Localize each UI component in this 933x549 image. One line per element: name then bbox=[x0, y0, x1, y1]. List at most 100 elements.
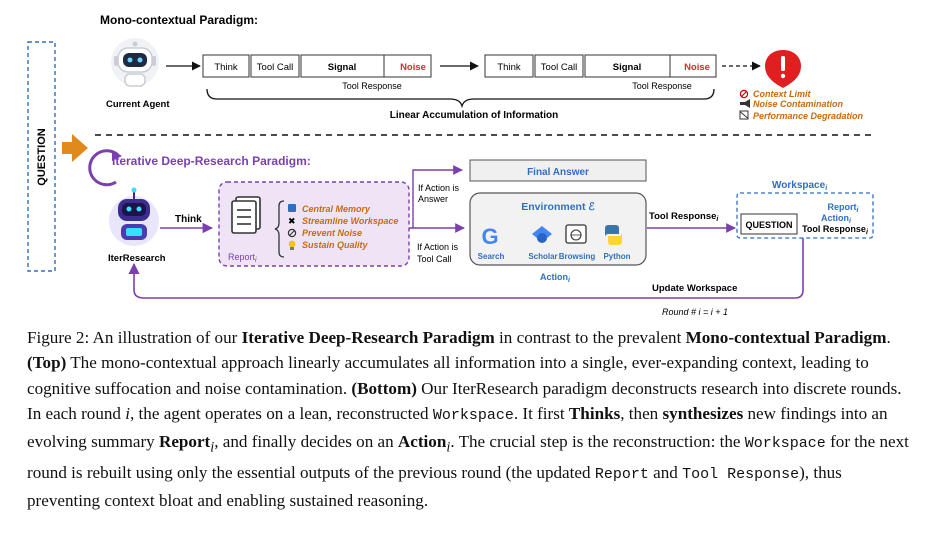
final-answer-label: Final Answer bbox=[527, 167, 589, 178]
iterresearch-robot-icon bbox=[109, 187, 159, 246]
update-loop-arrow bbox=[128, 238, 804, 299]
caption-text: . It first bbox=[513, 404, 569, 424]
question-box bbox=[27, 41, 56, 272]
ws-report-label: Reporti bbox=[828, 202, 860, 214]
report-box bbox=[218, 181, 410, 267]
caption-bold: synthesizes bbox=[662, 404, 744, 424]
alert-icon bbox=[765, 50, 801, 88]
caption-text: in contrast to the prevalent bbox=[494, 328, 686, 347]
caption-bold: Mono-contextual Paradigm bbox=[685, 328, 887, 347]
answer-branch-arrow bbox=[409, 165, 463, 229]
think-label: Think bbox=[175, 214, 202, 225]
caption-mono: Tool Response bbox=[682, 466, 800, 484]
mono-title: Mono-contextual Paradigm: bbox=[100, 13, 258, 27]
caption-italic: i bbox=[125, 404, 130, 424]
caption-italic: i bbox=[210, 439, 215, 456]
orange-arrow-icon bbox=[62, 134, 88, 162]
tool-scholar: Scholar bbox=[528, 252, 557, 261]
linear-brace bbox=[206, 88, 715, 109]
python-icon bbox=[605, 225, 622, 245]
issue-noise-contamination: Noise Contamination bbox=[753, 99, 844, 109]
if-answer-line2: Answer bbox=[418, 194, 448, 204]
figure-caption: Figure 2: An illustration of our Iterati… bbox=[27, 325, 912, 513]
lightbulb-icon bbox=[288, 240, 296, 248]
caption-text: new findings into an evolving summary bbox=[27, 404, 888, 451]
caption-bold: (Bottom) bbox=[351, 378, 417, 398]
cell-tool-call: Tool Call bbox=[541, 62, 577, 73]
action-label: Actioni bbox=[540, 272, 571, 284]
cycle-icon bbox=[88, 149, 122, 187]
caption-text: , the agent operates on a lean, reconstr… bbox=[130, 404, 433, 424]
caption-text: , then bbox=[620, 404, 663, 424]
question-label: QUESTION bbox=[36, 128, 48, 186]
caption-bold: Iterative Deep-Research Paradigm bbox=[241, 328, 495, 347]
cell-think: Think bbox=[214, 62, 237, 73]
feature-streamline-workspace: Streamline Workspace bbox=[302, 216, 398, 226]
feature-sustain-quality: Sustain Quality bbox=[302, 240, 369, 250]
tool-response-label: Tool Response bbox=[632, 81, 692, 91]
feature-central-memory: Central Memory bbox=[302, 204, 371, 214]
tool-browsing: Browsing bbox=[559, 252, 596, 261]
cell-noise: Noise bbox=[684, 62, 710, 73]
caption-text: and bbox=[648, 463, 683, 483]
issue-context-limit: Context Limit bbox=[753, 89, 812, 99]
issue-performance-degradation: Performance Degradation bbox=[753, 111, 864, 121]
mono-sequence-1: Think Tool Call Signal Noise Tool Respon… bbox=[202, 54, 432, 91]
caption-text: ), thus preventing context bloat and ena… bbox=[27, 463, 842, 510]
document-icon bbox=[231, 196, 261, 234]
caption-mono: Workspace bbox=[432, 407, 514, 425]
caption-text: Figure 2: An illustration of our bbox=[27, 328, 242, 347]
tool-response-i-label: Tool Responsei bbox=[649, 211, 719, 223]
caption-text: . The crucial step is the reconstruction… bbox=[450, 431, 745, 451]
if-tool-line2: Tool Call bbox=[417, 254, 452, 264]
issues-list: Context Limit Noise Contamination Perfor… bbox=[739, 89, 864, 121]
report-label: Reporti bbox=[228, 252, 257, 264]
feature-prevent-noise: Prevent Noise bbox=[302, 228, 362, 238]
central-memory-icon bbox=[288, 204, 296, 212]
environment-title: Environment ℰ bbox=[521, 201, 595, 213]
caption-bold: Report bbox=[158, 431, 211, 451]
current-agent-label: Current Agent bbox=[106, 99, 170, 110]
final-answer-box bbox=[469, 159, 647, 182]
google-icon: G bbox=[481, 224, 498, 249]
no-entry-icon bbox=[739, 89, 749, 99]
chart-down-icon bbox=[739, 110, 749, 120]
cell-think: Think bbox=[497, 62, 520, 73]
cell-noise: Noise bbox=[400, 62, 426, 73]
if-answer-line1: If Action is bbox=[418, 183, 460, 193]
robot-icon bbox=[111, 38, 159, 87]
ws-question-box bbox=[740, 213, 798, 235]
caption-text: The mono-contextual approach linearly ac… bbox=[27, 353, 869, 398]
ws-question-label: QUESTION bbox=[745, 220, 792, 230]
caption-mono: Workspace bbox=[744, 434, 826, 452]
workspace-title: Workspacei bbox=[772, 180, 828, 192]
iter-title: Iterative Deep-Research Paradigm: bbox=[112, 154, 311, 168]
scholar-icon bbox=[532, 226, 552, 243]
tools-icon: ✖ bbox=[288, 216, 296, 226]
prevent-icon bbox=[287, 228, 297, 238]
if-tool-line1: If Action is bbox=[417, 242, 459, 252]
caption-text: . bbox=[886, 328, 891, 347]
cell-tool-call: Tool Call bbox=[257, 62, 293, 73]
caption-bold: (Top) bbox=[27, 353, 67, 373]
caption-mono: Report bbox=[594, 466, 649, 484]
linear-accumulation-label: Linear Accumulation of Information bbox=[390, 110, 559, 121]
ws-tool-response-label: Tool Responsei bbox=[802, 224, 869, 236]
mono-sequence-2: Think Tool Call Signal Noise Tool Respon… bbox=[484, 54, 717, 91]
caption-bold: Action bbox=[397, 431, 447, 451]
tool-python: Python bbox=[603, 252, 630, 261]
megaphone-icon bbox=[740, 99, 750, 108]
cell-signal: Signal bbox=[613, 62, 642, 73]
figure-panel: Mono-contextual Paradigm: Current Agent … bbox=[27, 13, 874, 317]
tool-response-label: Tool Response bbox=[342, 81, 402, 91]
caption-text: for the next round is rebuilt using only… bbox=[27, 431, 909, 483]
caption-italic: i bbox=[446, 439, 451, 456]
update-workspace-label: Update Workspace bbox=[652, 283, 737, 294]
iterresearch-label: IterResearch bbox=[108, 253, 166, 264]
caption-text: Our IterResearch paradigm deconstructs r… bbox=[27, 378, 902, 424]
report-brace bbox=[274, 200, 285, 258]
caption-text: , and finally decides on an bbox=[214, 431, 398, 451]
cell-signal: Signal bbox=[328, 62, 357, 73]
tool-search: Search bbox=[478, 252, 505, 261]
round-label: Round # i = i + 1 bbox=[662, 307, 728, 317]
